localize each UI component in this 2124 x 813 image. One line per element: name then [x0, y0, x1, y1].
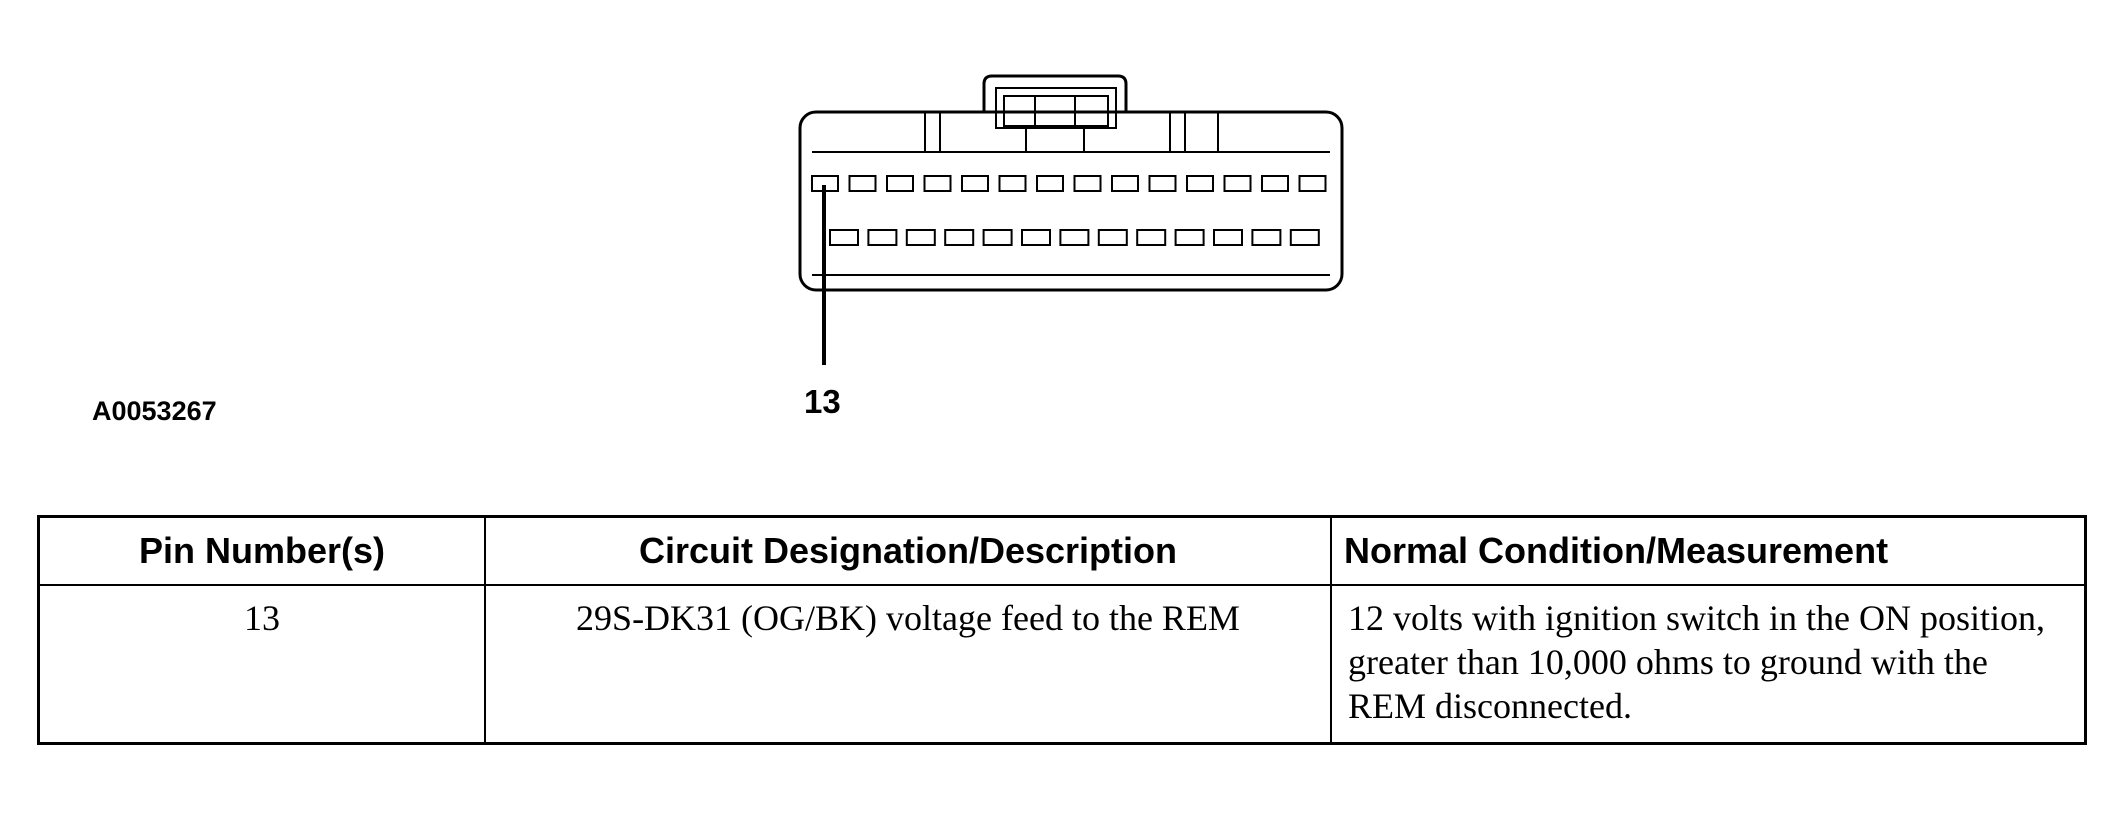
cell-condition: 12 volts with ignition switch in the ON …: [1330, 584, 2087, 745]
header-normal-condition: Normal Condition/Measurement: [1330, 515, 2087, 586]
bottom-cavity: [1059, 229, 1090, 246]
bottom-cavity: [1289, 229, 1320, 246]
top-cavity: [1148, 175, 1177, 192]
connector-body: [798, 110, 1344, 292]
top-cavity: [1261, 175, 1289, 192]
bottom-cavity-row: [829, 229, 1320, 246]
table-row: 13 29S-DK31 (OG/BK) voltage feed to the …: [37, 584, 2087, 745]
top-cavity: [848, 175, 877, 192]
bottom-cavity: [1174, 229, 1205, 246]
bottom-cavity: [1097, 229, 1128, 246]
table-header-row: Pin Number(s) Circuit Designation/Descri…: [37, 515, 2087, 586]
pin-callout-label: 13: [804, 383, 841, 420]
top-cavity: [1186, 175, 1214, 192]
bottom-cavity: [944, 229, 975, 246]
pin-spec-table: Pin Number(s) Circuit Designation/Descri…: [37, 515, 2087, 745]
top-cavity: [1036, 175, 1064, 192]
top-cavity: [1298, 175, 1327, 192]
top-cavity: [961, 175, 989, 192]
bottom-cavity: [982, 229, 1013, 246]
connector-latch: [982, 74, 1128, 112]
cell-pin: 13: [37, 584, 486, 745]
bottom-cavity: [1021, 229, 1051, 246]
bottom-cavity: [867, 229, 898, 246]
cell-circuit: 29S-DK31 (OG/BK) voltage feed to the REM: [484, 584, 1332, 745]
bottom-cavity: [829, 229, 859, 246]
latch-window: [995, 87, 1117, 129]
connector-figure: A0053267 13: [92, 74, 1344, 426]
header-pin-numbers: Pin Number(s): [37, 515, 486, 586]
bottom-cavity: [1136, 229, 1167, 246]
connector-diagram: [798, 74, 1344, 365]
top-cavity: [886, 175, 914, 192]
top-cavity-row: [811, 175, 1327, 192]
top-cavity: [923, 175, 952, 192]
header-circuit-designation: Circuit Designation/Description: [484, 515, 1332, 586]
figure-id: A0053267: [92, 396, 217, 426]
top-cavity: [1111, 175, 1139, 192]
bottom-cavity: [1251, 229, 1282, 246]
latch-tab: [1025, 125, 1085, 153]
top-cavity: [1073, 175, 1102, 192]
bottom-cavity: [1213, 229, 1243, 246]
bottom-cavity: [905, 229, 936, 246]
top-cavity: [1223, 175, 1252, 192]
top-cavity: [998, 175, 1027, 192]
